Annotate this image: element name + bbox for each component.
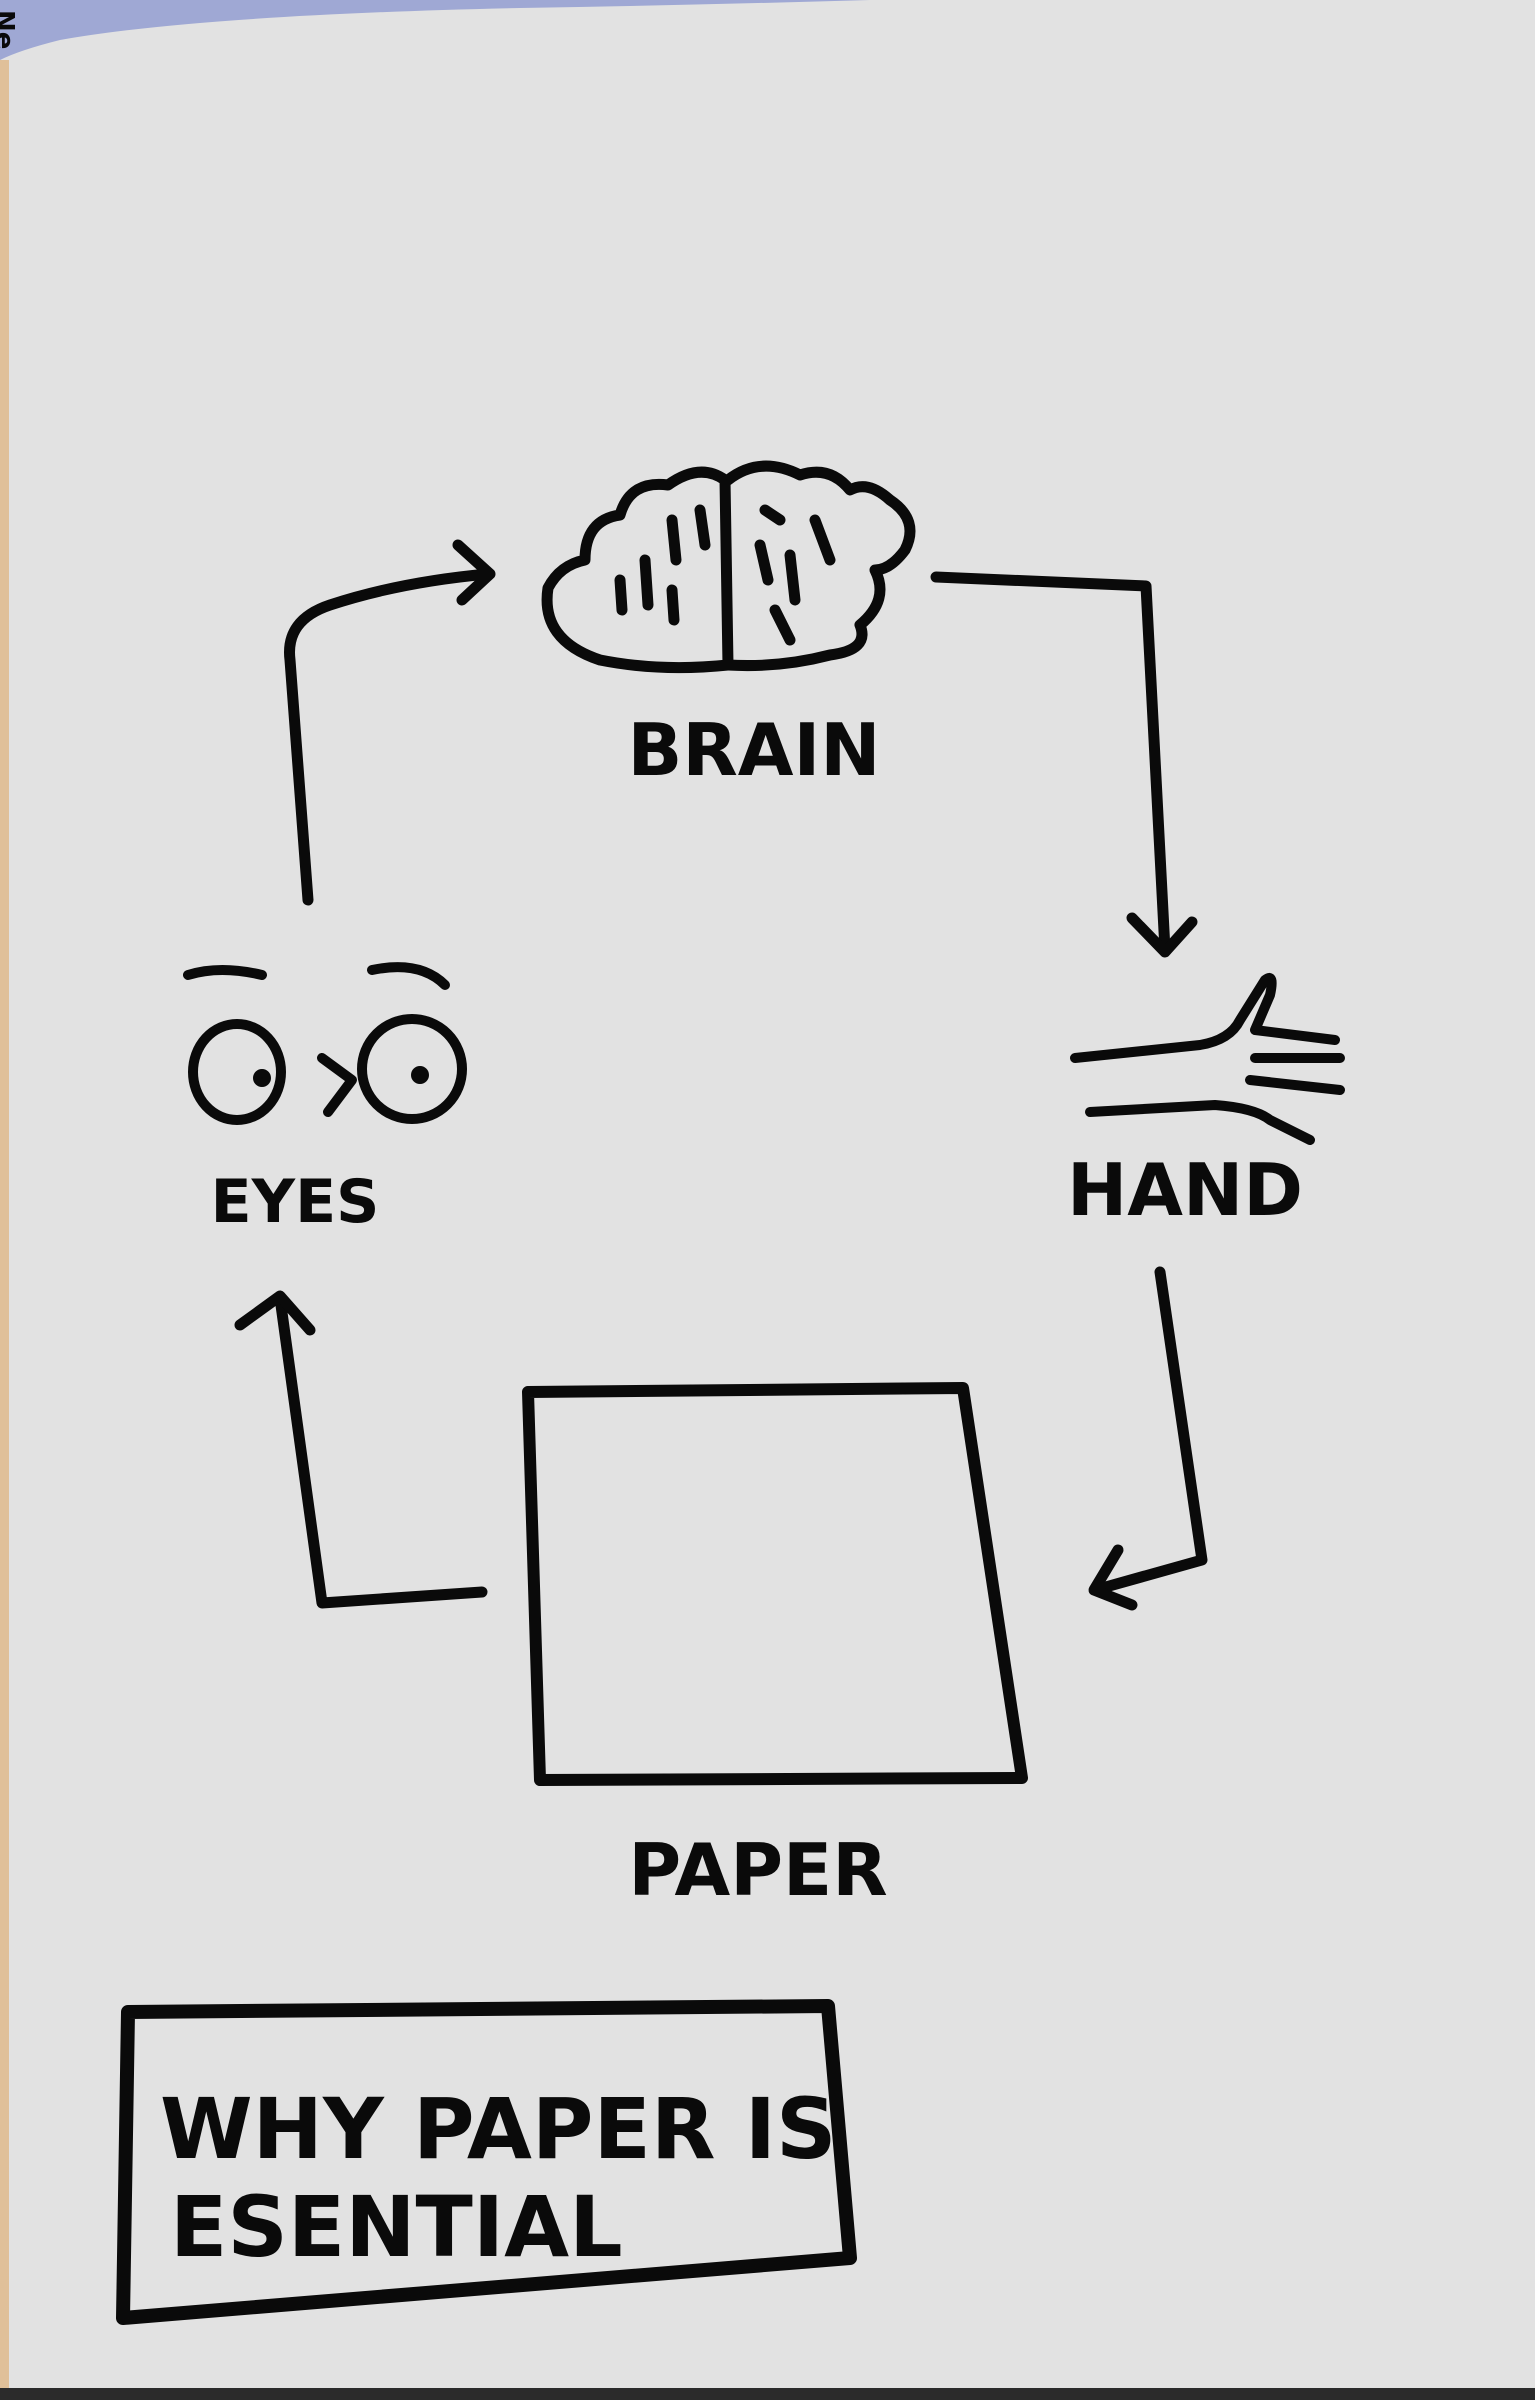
- arrow-brain-to-hand: [930, 571, 1198, 958]
- hand-label: HAND: [1067, 1148, 1303, 1232]
- hand-icon: [1070, 973, 1345, 1145]
- title-line-1: WHY PAPER IS: [160, 2080, 837, 2178]
- corner-text: Ne: [0, 10, 19, 49]
- brain-icon: [541, 460, 916, 674]
- paper-sheet-icon: [522, 1382, 1028, 1786]
- eyes-icon: [183, 962, 467, 1125]
- arrow-hand-to-paper: [1088, 1266, 1208, 1611]
- arrow-paper-to-eyes: [234, 1290, 488, 1609]
- arrow-eyes-to-brain: [284, 539, 496, 906]
- brain-label: BRAIN: [627, 708, 880, 792]
- corner-blue-tab: [0, 0, 870, 60]
- title-box: [116, 1999, 857, 2325]
- eyes-label: EYES: [211, 1167, 380, 1237]
- bottom-edge: [0, 2388, 1535, 2400]
- paper-label: PAPER: [628, 1828, 887, 1912]
- left-edge-strip: [0, 60, 9, 2390]
- title-line-2: ESENTIAL: [170, 2178, 623, 2276]
